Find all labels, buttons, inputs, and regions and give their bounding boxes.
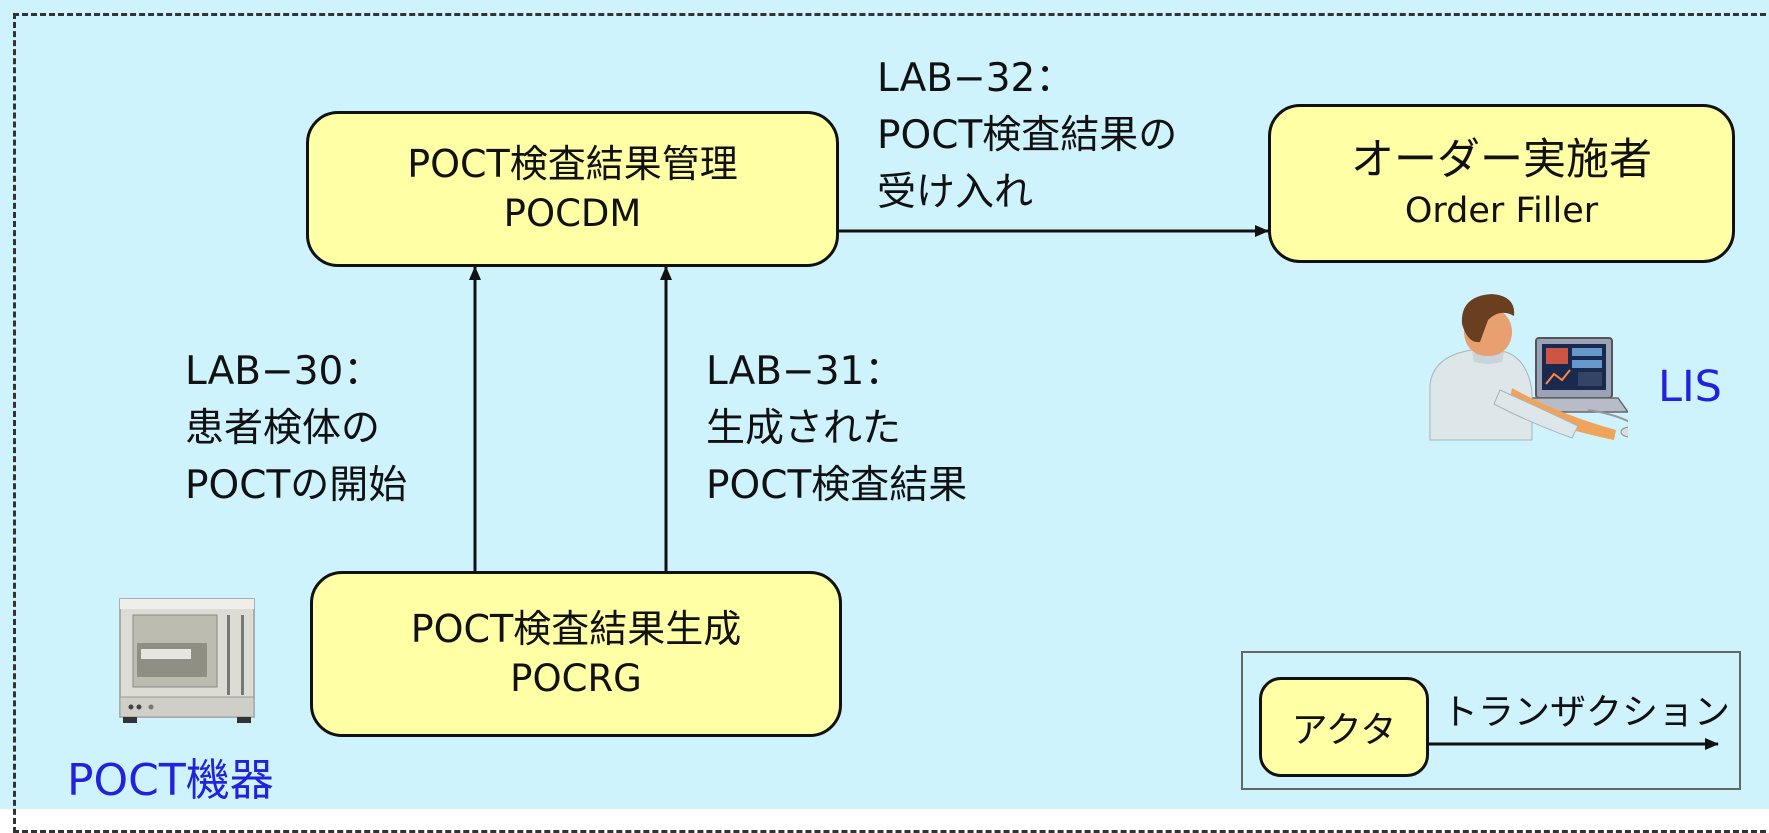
transaction-lab32-label: LAB−32： POCT検査結果の 受け入れ bbox=[877, 50, 1177, 221]
system-device-label: POCT機器 bbox=[67, 755, 274, 806]
transaction-lab31-id: LAB−31： bbox=[706, 349, 904, 394]
connectors bbox=[469, 225, 1719, 750]
actor-order-filler-code: Order Filler bbox=[1404, 190, 1599, 231]
actor-pocrg[interactable]: POCT検査結果生成 POCRG bbox=[310, 571, 842, 737]
transaction-lab32-line1: POCT検査結果の bbox=[877, 113, 1178, 158]
legend: アクタ トランザクション bbox=[1241, 651, 1741, 790]
transaction-lab31-label: LAB−31： 生成された POCT検査結果 bbox=[706, 343, 967, 514]
lab-analyzer-icon bbox=[119, 598, 255, 723]
transaction-lab31-line2: POCT検査結果 bbox=[706, 463, 968, 508]
system-lis-label: LIS bbox=[1658, 362, 1722, 412]
transaction-lab32-line2: 受け入れ bbox=[877, 170, 1034, 215]
actor-order-filler[interactable]: オーダー実施者 Order Filler bbox=[1268, 104, 1735, 263]
person-at-computer-icon bbox=[1429, 294, 1628, 441]
transaction-lab30-id: LAB−30： bbox=[185, 349, 383, 394]
legend-transaction-label: トランザクション bbox=[1442, 692, 1731, 733]
actor-pocrg-code: POCRG bbox=[510, 656, 642, 700]
legend-actor-label: アクタ bbox=[1291, 710, 1397, 751]
actor-order-filler-name: オーダー実施者 bbox=[1351, 134, 1652, 185]
transaction-lab30-label: LAB−30： 患者検体の POCTの開始 bbox=[185, 343, 407, 514]
transaction-lab32-id: LAB−32： bbox=[877, 56, 1075, 101]
legend-actor-box: アクタ bbox=[1259, 677, 1429, 777]
transaction-lab31-line1: 生成された bbox=[706, 406, 902, 451]
actor-pocdm-name: POCT検査結果管理 bbox=[407, 142, 738, 187]
actor-pocdm-code: POCDM bbox=[503, 191, 642, 235]
transaction-lab30-line1: 患者検体の bbox=[185, 406, 381, 451]
actor-pocdm[interactable]: POCT検査結果管理 POCDM bbox=[306, 111, 839, 267]
actor-pocrg-name: POCT検査結果生成 bbox=[410, 607, 742, 652]
transaction-lab30-line2: POCTの開始 bbox=[185, 463, 408, 508]
